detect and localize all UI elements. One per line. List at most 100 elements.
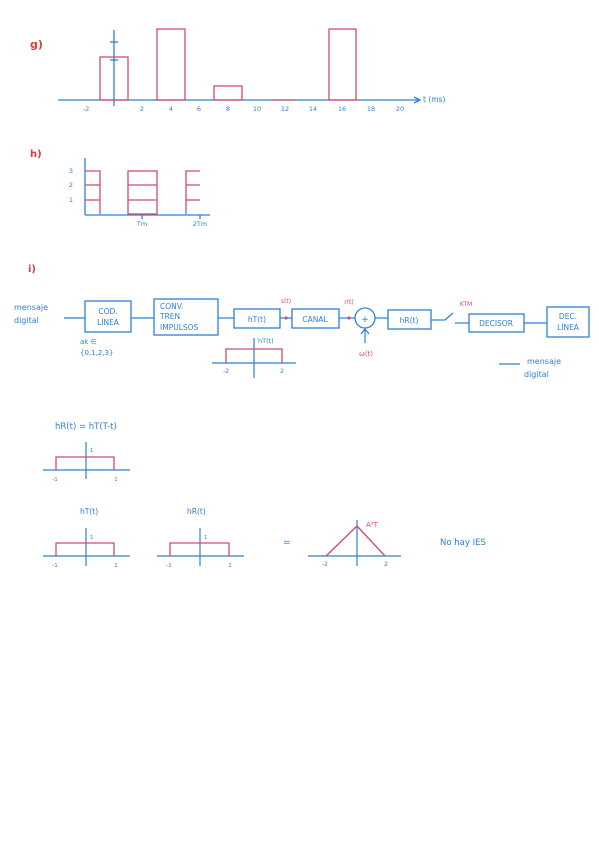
- block-dec-linea: [546, 306, 590, 338]
- conv-result-tick: -2: [322, 561, 328, 568]
- block-decisor-label: DECISOR: [479, 319, 513, 328]
- matched-tick: 1: [114, 477, 118, 483]
- block-cod-label: LÍNEA: [97, 318, 120, 327]
- g-x-axis-arrow: [413, 96, 422, 104]
- sampler-switch: [444, 312, 454, 321]
- h-y-tick-label: 1: [69, 196, 73, 204]
- block-ht: [233, 308, 281, 329]
- conv-equals: =: [283, 538, 291, 548]
- ht-pulse-shape: [225, 348, 283, 363]
- block-hr-label: hR(t): [400, 316, 419, 325]
- conv-left-tick: 1: [114, 563, 118, 569]
- h-pulses: [85, 170, 200, 215]
- g-pulse: [328, 28, 357, 101]
- block-hr: [387, 309, 432, 330]
- block-conv-label: TREN: [159, 312, 180, 321]
- block-diagram-wires: [64, 312, 547, 365]
- g-pulses: [99, 28, 357, 101]
- g-tick-label: -2: [83, 105, 89, 113]
- section-i-label: i): [28, 264, 36, 275]
- h-y-tick-label: 3: [69, 167, 73, 175]
- g-tick-label: 8: [226, 105, 230, 113]
- signal-labels: s(t) r(t) KTM ω(t): [281, 298, 472, 358]
- h-pulse-1: [85, 170, 101, 214]
- g-pulse: [99, 56, 129, 101]
- h-y-tick-label: 2: [69, 181, 73, 189]
- g-x-ticks: -2 2 4 6 8 10 12 14 16 18 20: [83, 105, 404, 113]
- input-label-line2: digital: [14, 316, 39, 325]
- h-pulse-2: [127, 170, 158, 215]
- conv-left-pulse: [55, 542, 115, 556]
- noise-arrow: [360, 328, 370, 335]
- block-cod-linea: [84, 300, 132, 333]
- conv-mid-tick: -1: [166, 563, 171, 569]
- matched-pulse-plot: -1 1 1: [43, 442, 130, 483]
- block-conv-tren-impulsos: [153, 298, 219, 336]
- conv-left-plot: hT(t) -1 1 1: [43, 507, 130, 569]
- alphabet-label-line2: {0,1,2,3}: [80, 349, 113, 357]
- h-pulse-3: [185, 170, 200, 214]
- block-canal: [291, 308, 340, 329]
- block-diagram-boxes: [84, 298, 590, 338]
- matched-tick: -1: [52, 477, 57, 483]
- conv-conclusion: No hay IES: [440, 538, 486, 548]
- g-tick-label: 10: [253, 105, 261, 113]
- signal-w-label: ω(t): [359, 350, 373, 358]
- ht-pulse-title: hT(t): [258, 337, 274, 345]
- ht-pulse-plot: hT(t) -2 2: [212, 337, 296, 378]
- conv-result-plot: A²T -2 2: [308, 520, 401, 568]
- block-canal-label: CANAL: [302, 315, 328, 324]
- section-h-label: h): [30, 149, 42, 160]
- conv-mid-tick: 1: [204, 535, 208, 541]
- block-cod-label: COD.: [98, 307, 117, 316]
- g-tick-label: 14: [309, 105, 317, 113]
- conv-mid-plot: hR(t) -1 1 1: [157, 507, 244, 569]
- ht-pulse-tick: -2: [223, 368, 229, 375]
- g-tick-label: 18: [367, 105, 375, 113]
- g-tick-label: 16: [338, 105, 346, 113]
- signal-dot: [284, 316, 288, 320]
- conv-result-tick: 2: [384, 561, 388, 568]
- ht-pulse-tick: 2: [280, 368, 284, 375]
- signal-dot: [347, 316, 351, 320]
- g-tick-label: 2: [140, 105, 144, 113]
- block-labels: COD. LÍNEA CONV. TREN IMPULSOS hT(t) CAN…: [97, 302, 580, 332]
- h-x-tick-label: 2Tm: [193, 220, 207, 228]
- output-label-line2: digital: [524, 370, 549, 379]
- block-ht-label: hT(t): [248, 315, 266, 324]
- g-tick-label: 4: [169, 105, 173, 113]
- h-x-tick-label: Tm: [136, 220, 147, 228]
- g-axis-label: t (ms): [423, 95, 445, 104]
- block-conv-label: CONV.: [160, 302, 183, 311]
- conv-mid-title: hR(t): [187, 507, 206, 516]
- block-dec-label: LÍNEA: [557, 323, 580, 332]
- block-conv-label: IMPULSOS: [160, 323, 199, 332]
- conv-peak-label: A²T: [366, 521, 379, 529]
- g-pulse: [213, 85, 243, 101]
- h-y-ticks: 3 2 1: [69, 167, 73, 204]
- block-decisor: [468, 313, 525, 333]
- conv-left-tick: -1: [52, 563, 57, 569]
- block-dec-label: DEC.: [559, 312, 577, 321]
- g-tick-label: 6: [197, 105, 201, 113]
- conv-mid-tick: 1: [228, 563, 232, 569]
- matched-pulse-shape: [55, 456, 115, 470]
- signal-dots: [284, 316, 351, 320]
- block-sum: [354, 307, 376, 329]
- conv-left-tick: 1: [90, 535, 94, 541]
- section-g-plot: [58, 30, 422, 106]
- section-g-label: g): [30, 38, 43, 51]
- signal-r-label: r(t): [344, 299, 354, 306]
- g-tick-label: 20: [396, 105, 404, 113]
- signal-ktm-label: KTM: [460, 301, 472, 308]
- alphabet-label-line1: ak ∈: [80, 338, 97, 346]
- section-h-plot: [84, 158, 210, 219]
- g-pulse: [156, 28, 186, 101]
- conv-mid-pulse: [169, 542, 230, 556]
- input-label-line1: mensaje: [14, 303, 48, 312]
- matched-equation: hR(t) = hT(T-t): [55, 422, 117, 432]
- signal-s-label: s(t): [281, 298, 291, 305]
- conv-left-title: hT(t): [80, 507, 98, 516]
- conv-result-triangle: [325, 525, 386, 557]
